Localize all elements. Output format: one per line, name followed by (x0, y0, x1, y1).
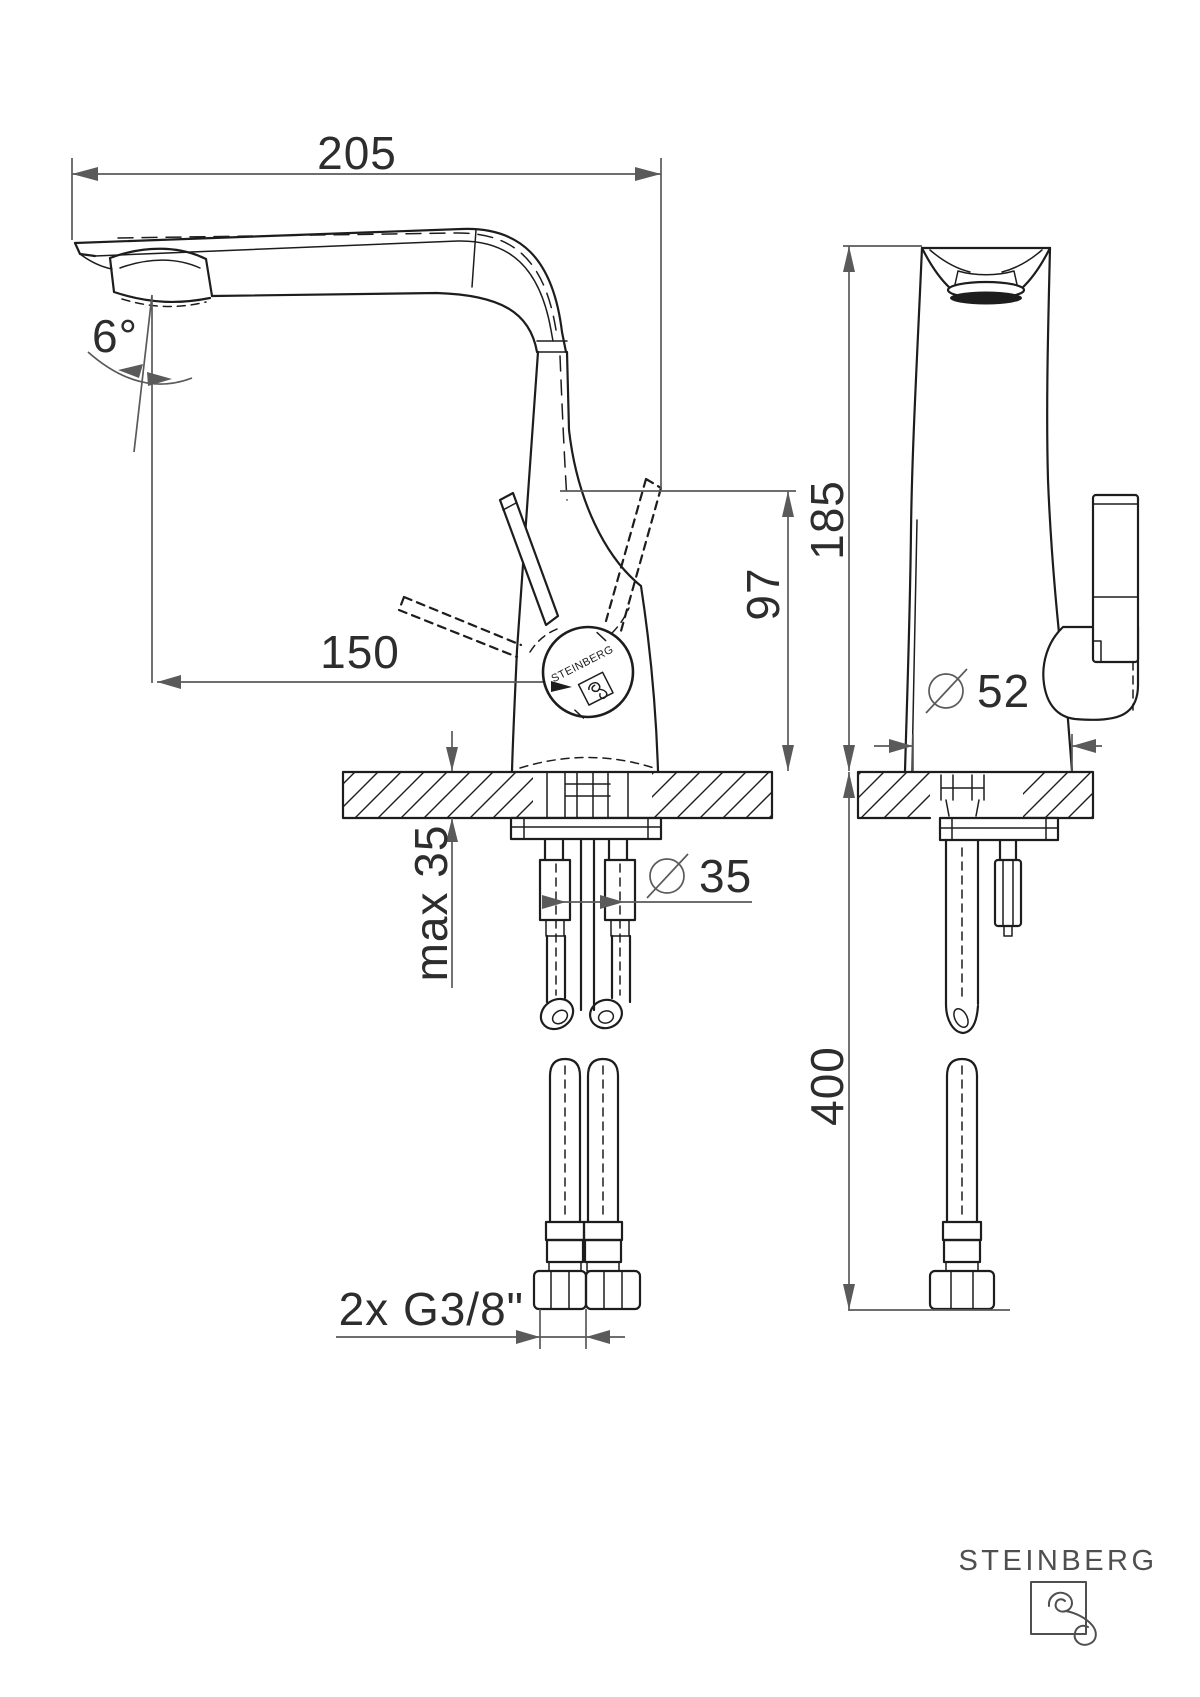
handle-position-left-dashed (397, 595, 523, 659)
dimension-spout-height: 185 (801, 245, 922, 771)
diameter-symbol (649, 858, 685, 894)
countertop-section-left (341, 770, 774, 820)
dimension-spout-reach: 205 (71, 127, 662, 489)
front-view (856, 246, 1140, 1311)
dim-text-deck-thickness: max 35 (405, 825, 457, 982)
countertop-section-right (856, 770, 1095, 820)
supply-hose-front (928, 838, 1023, 1311)
faucet-body (510, 350, 660, 773)
brand-badge: STEINBERG (541, 625, 635, 719)
dimension-outlet-to-center: 150 (157, 626, 552, 689)
dimension-handle-height: 97 (560, 490, 796, 771)
dimension-supply-connection: 2x G3/8" (336, 1283, 625, 1349)
supply-hoses-side (532, 837, 642, 1311)
brand-logo: STEINBERG (958, 1545, 1157, 1646)
faucet-body-front (903, 246, 1074, 773)
dimension-spout-angle: 6° (87, 294, 193, 683)
dim-text-handle-height: 97 (737, 567, 789, 620)
dimensions: 205 6° 150 max 35 (71, 127, 1102, 1349)
g38-nuts (532, 1269, 642, 1311)
dimension-hole-diameter: 35 (542, 850, 752, 909)
badge-logo-icon (577, 671, 614, 706)
spout-outlet-front (920, 246, 1052, 305)
handle-lever-solid (498, 491, 560, 627)
badge-ticks (574, 631, 607, 719)
handle-position-right-dashed (604, 477, 663, 633)
dim-text-spout-angle: 6° (92, 310, 138, 362)
dim-text-hose-length: 400 (801, 1046, 853, 1126)
aerator-face (950, 291, 1022, 305)
dim-text-base-diameter: 52 (977, 665, 1030, 717)
dim-text-supply-connection: 2x G3/8" (339, 1283, 524, 1335)
dim-text-spout-height: 185 (801, 480, 853, 560)
dimension-base-diameter: 52 (874, 665, 1102, 771)
handle-front (1042, 493, 1140, 721)
logo-square (1030, 1581, 1087, 1635)
mounting-stud-side (579, 837, 596, 1012)
hidden-channel-line (117, 232, 557, 331)
dimension-deck-thickness: max 35 (405, 731, 458, 988)
spout (73, 227, 568, 354)
aerator-housing (108, 247, 214, 308)
mounting-stud-front (993, 838, 1023, 937)
dim-text-spout-reach: 205 (317, 127, 397, 179)
dim-text-outlet-to-center: 150 (320, 626, 400, 678)
diameter-symbol (928, 673, 964, 709)
deck-hole-shank (546, 771, 629, 819)
badge-pointer-icon (551, 681, 572, 692)
mounting-flange-right (938, 816, 1060, 842)
logo-wordmark: STEINBERG (958, 1545, 1157, 1577)
logo-glyph-icon (1047, 1591, 1097, 1646)
side-view (73, 227, 774, 1311)
dimension-hose-length: 400 (801, 772, 1010, 1311)
mounting-flange-left (509, 816, 663, 841)
deck-hole-shank-front (940, 774, 985, 817)
dim-text-hole-diameter: 35 (699, 850, 752, 902)
